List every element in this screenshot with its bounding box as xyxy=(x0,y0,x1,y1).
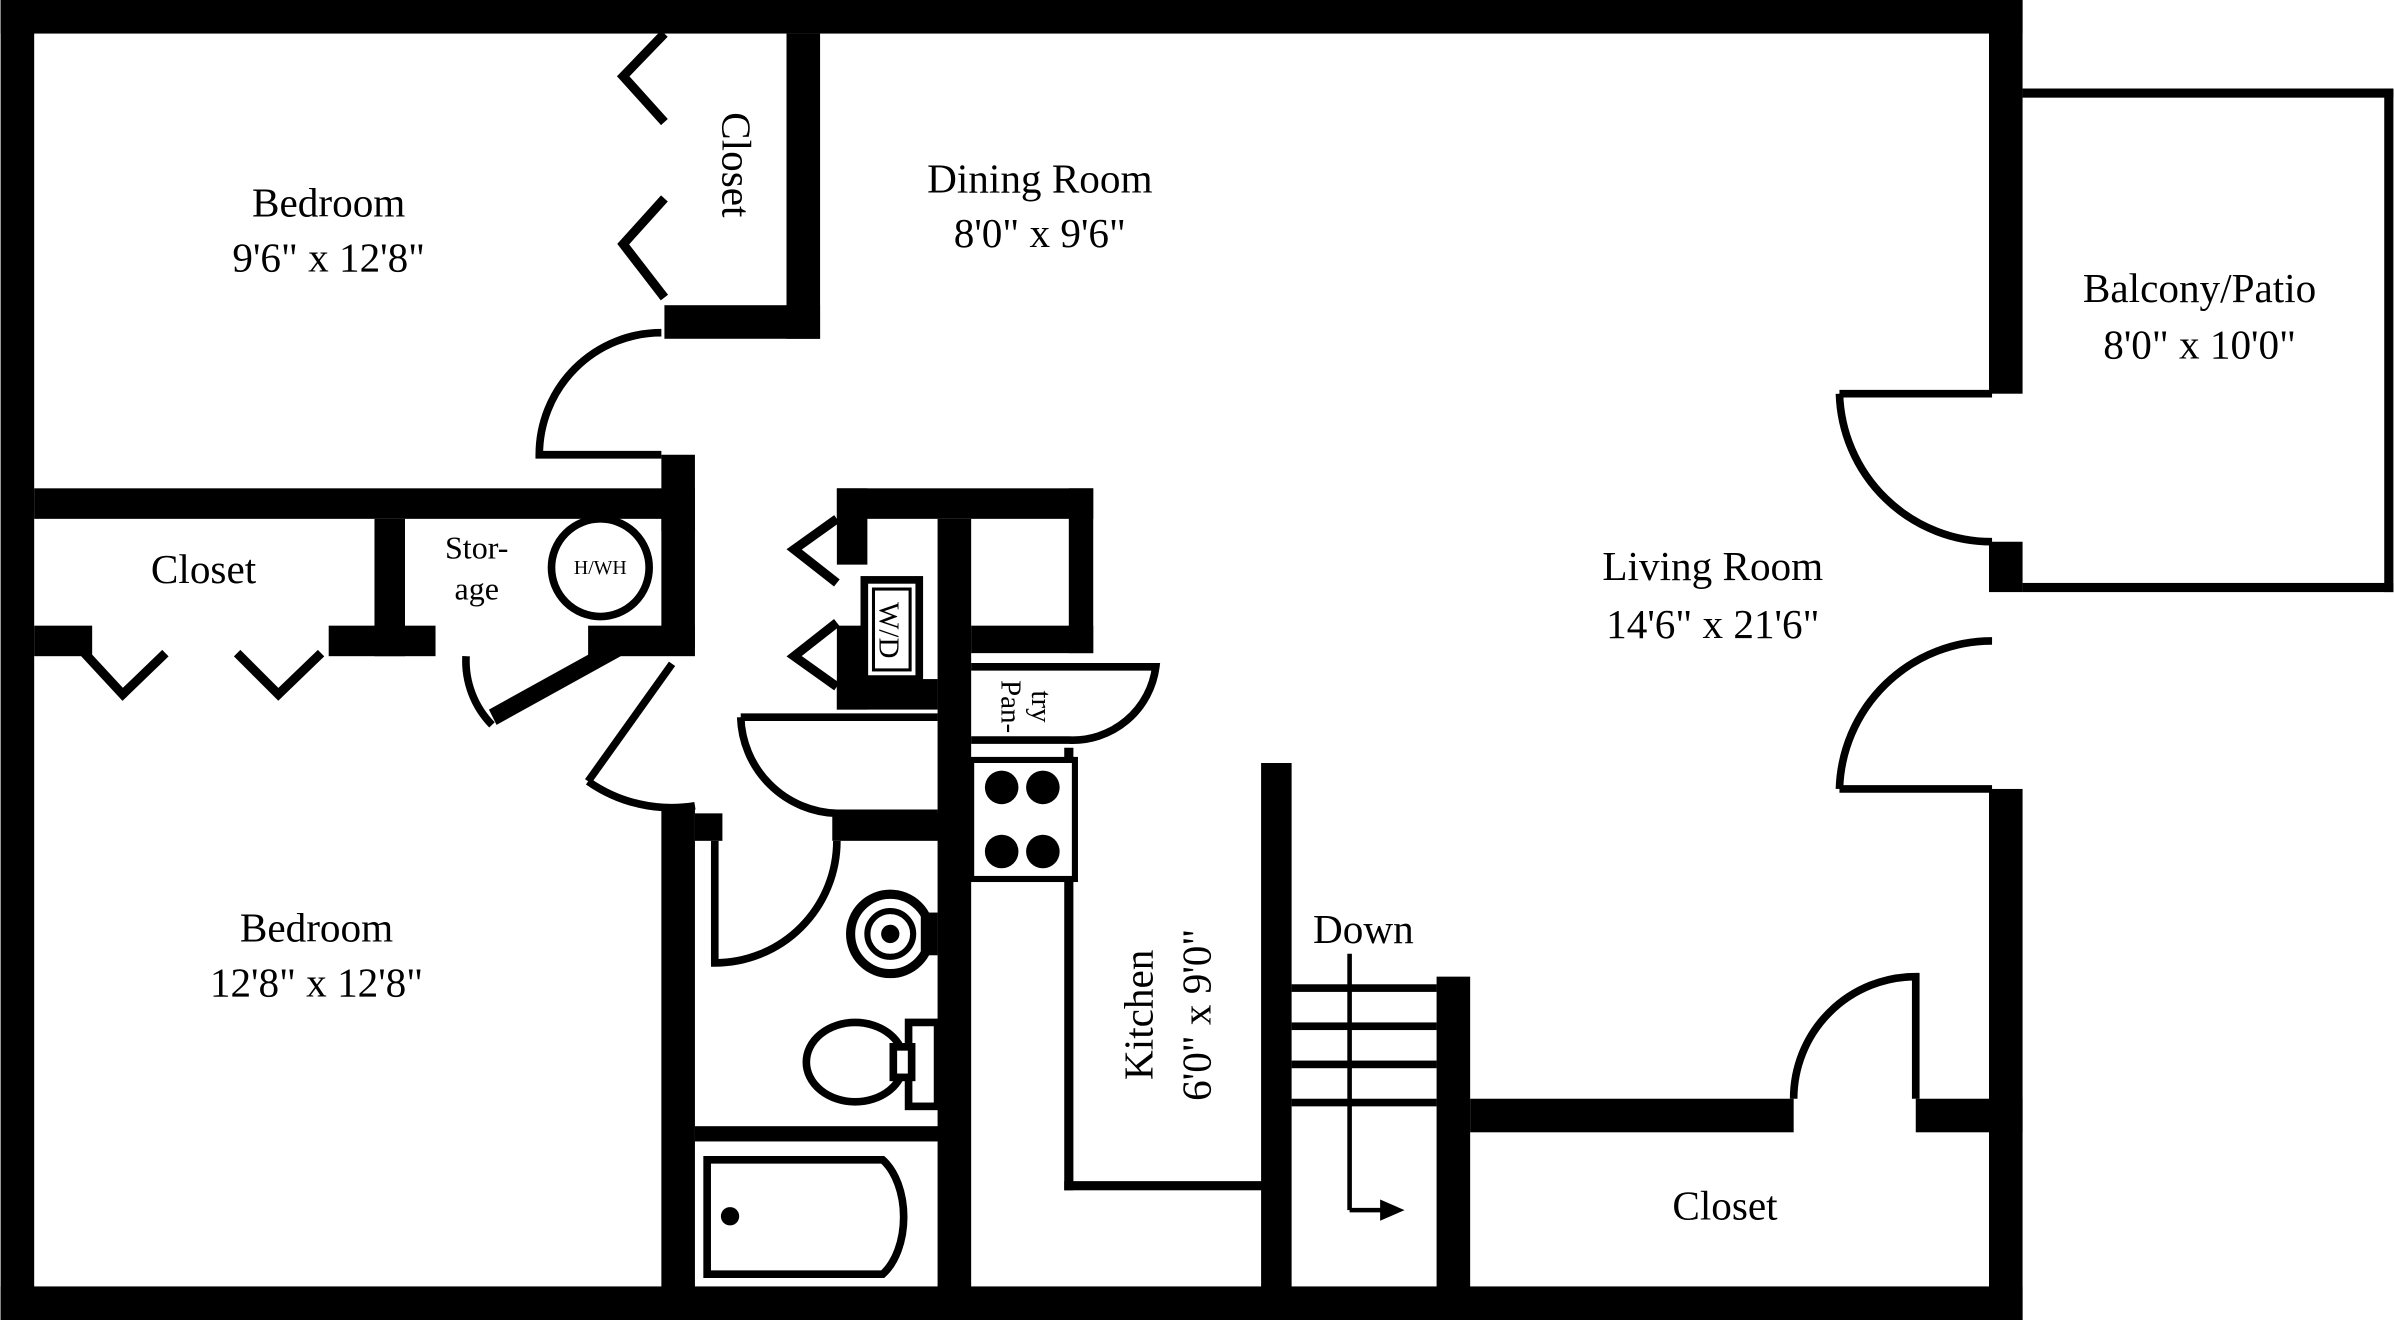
toilet-icon xyxy=(802,1018,942,1111)
stairs-label: Down xyxy=(1313,906,1414,952)
room-labels: Bedroom 9'6" x 12'8" Closet Dining Room … xyxy=(151,112,2316,1228)
stairs xyxy=(1291,984,1437,1107)
interior-walls xyxy=(34,33,2023,1320)
dining-size: 8'0" x 9'6" xyxy=(954,210,1126,256)
stove-icon xyxy=(968,756,1078,883)
sink-icon xyxy=(846,889,938,979)
washer-dryer-label: W/D xyxy=(873,602,905,658)
pantry-line2: try xyxy=(1025,690,1057,723)
balcony-size: 8'0" x 10'0" xyxy=(2103,322,2296,368)
bathtub-icon xyxy=(703,1155,908,1279)
washer-dryer-icon xyxy=(860,576,924,683)
water-heater-label: H/WH xyxy=(574,557,627,579)
closet-left-name: Closet xyxy=(151,546,257,592)
closet-top-name: Closet xyxy=(713,112,759,218)
bedroom-bottom-size: 12'8" x 12'8" xyxy=(210,959,423,1005)
kitchen-name: Kitchen xyxy=(1116,950,1162,1080)
storage-line1: Stor- xyxy=(445,530,508,566)
bedroom-top-name: Bedroom xyxy=(252,180,405,226)
living-size: 14'6" x 21'6" xyxy=(1606,601,1819,647)
balcony-name: Balcony/Patio xyxy=(2083,265,2316,311)
living-name: Living Room xyxy=(1602,543,1823,589)
stairs-arrow-icon xyxy=(1347,953,1405,1221)
bedroom-top-size: 9'6" x 12'8" xyxy=(232,235,425,281)
bifold-doors xyxy=(81,30,840,701)
balcony-outline xyxy=(2022,88,2394,593)
water-heater-icon xyxy=(547,515,653,621)
exterior-walls xyxy=(0,0,2023,1320)
door-swings xyxy=(462,328,1993,1099)
storage-line2: age xyxy=(454,571,498,607)
dining-name: Dining Room xyxy=(927,155,1152,201)
bedroom-bottom-name: Bedroom xyxy=(240,905,393,951)
kitchen-size: 6'0" x 9'0" xyxy=(1174,929,1220,1101)
closet-bottom-name: Closet xyxy=(1672,1182,1778,1228)
pantry-line1: Pan- xyxy=(995,680,1027,733)
